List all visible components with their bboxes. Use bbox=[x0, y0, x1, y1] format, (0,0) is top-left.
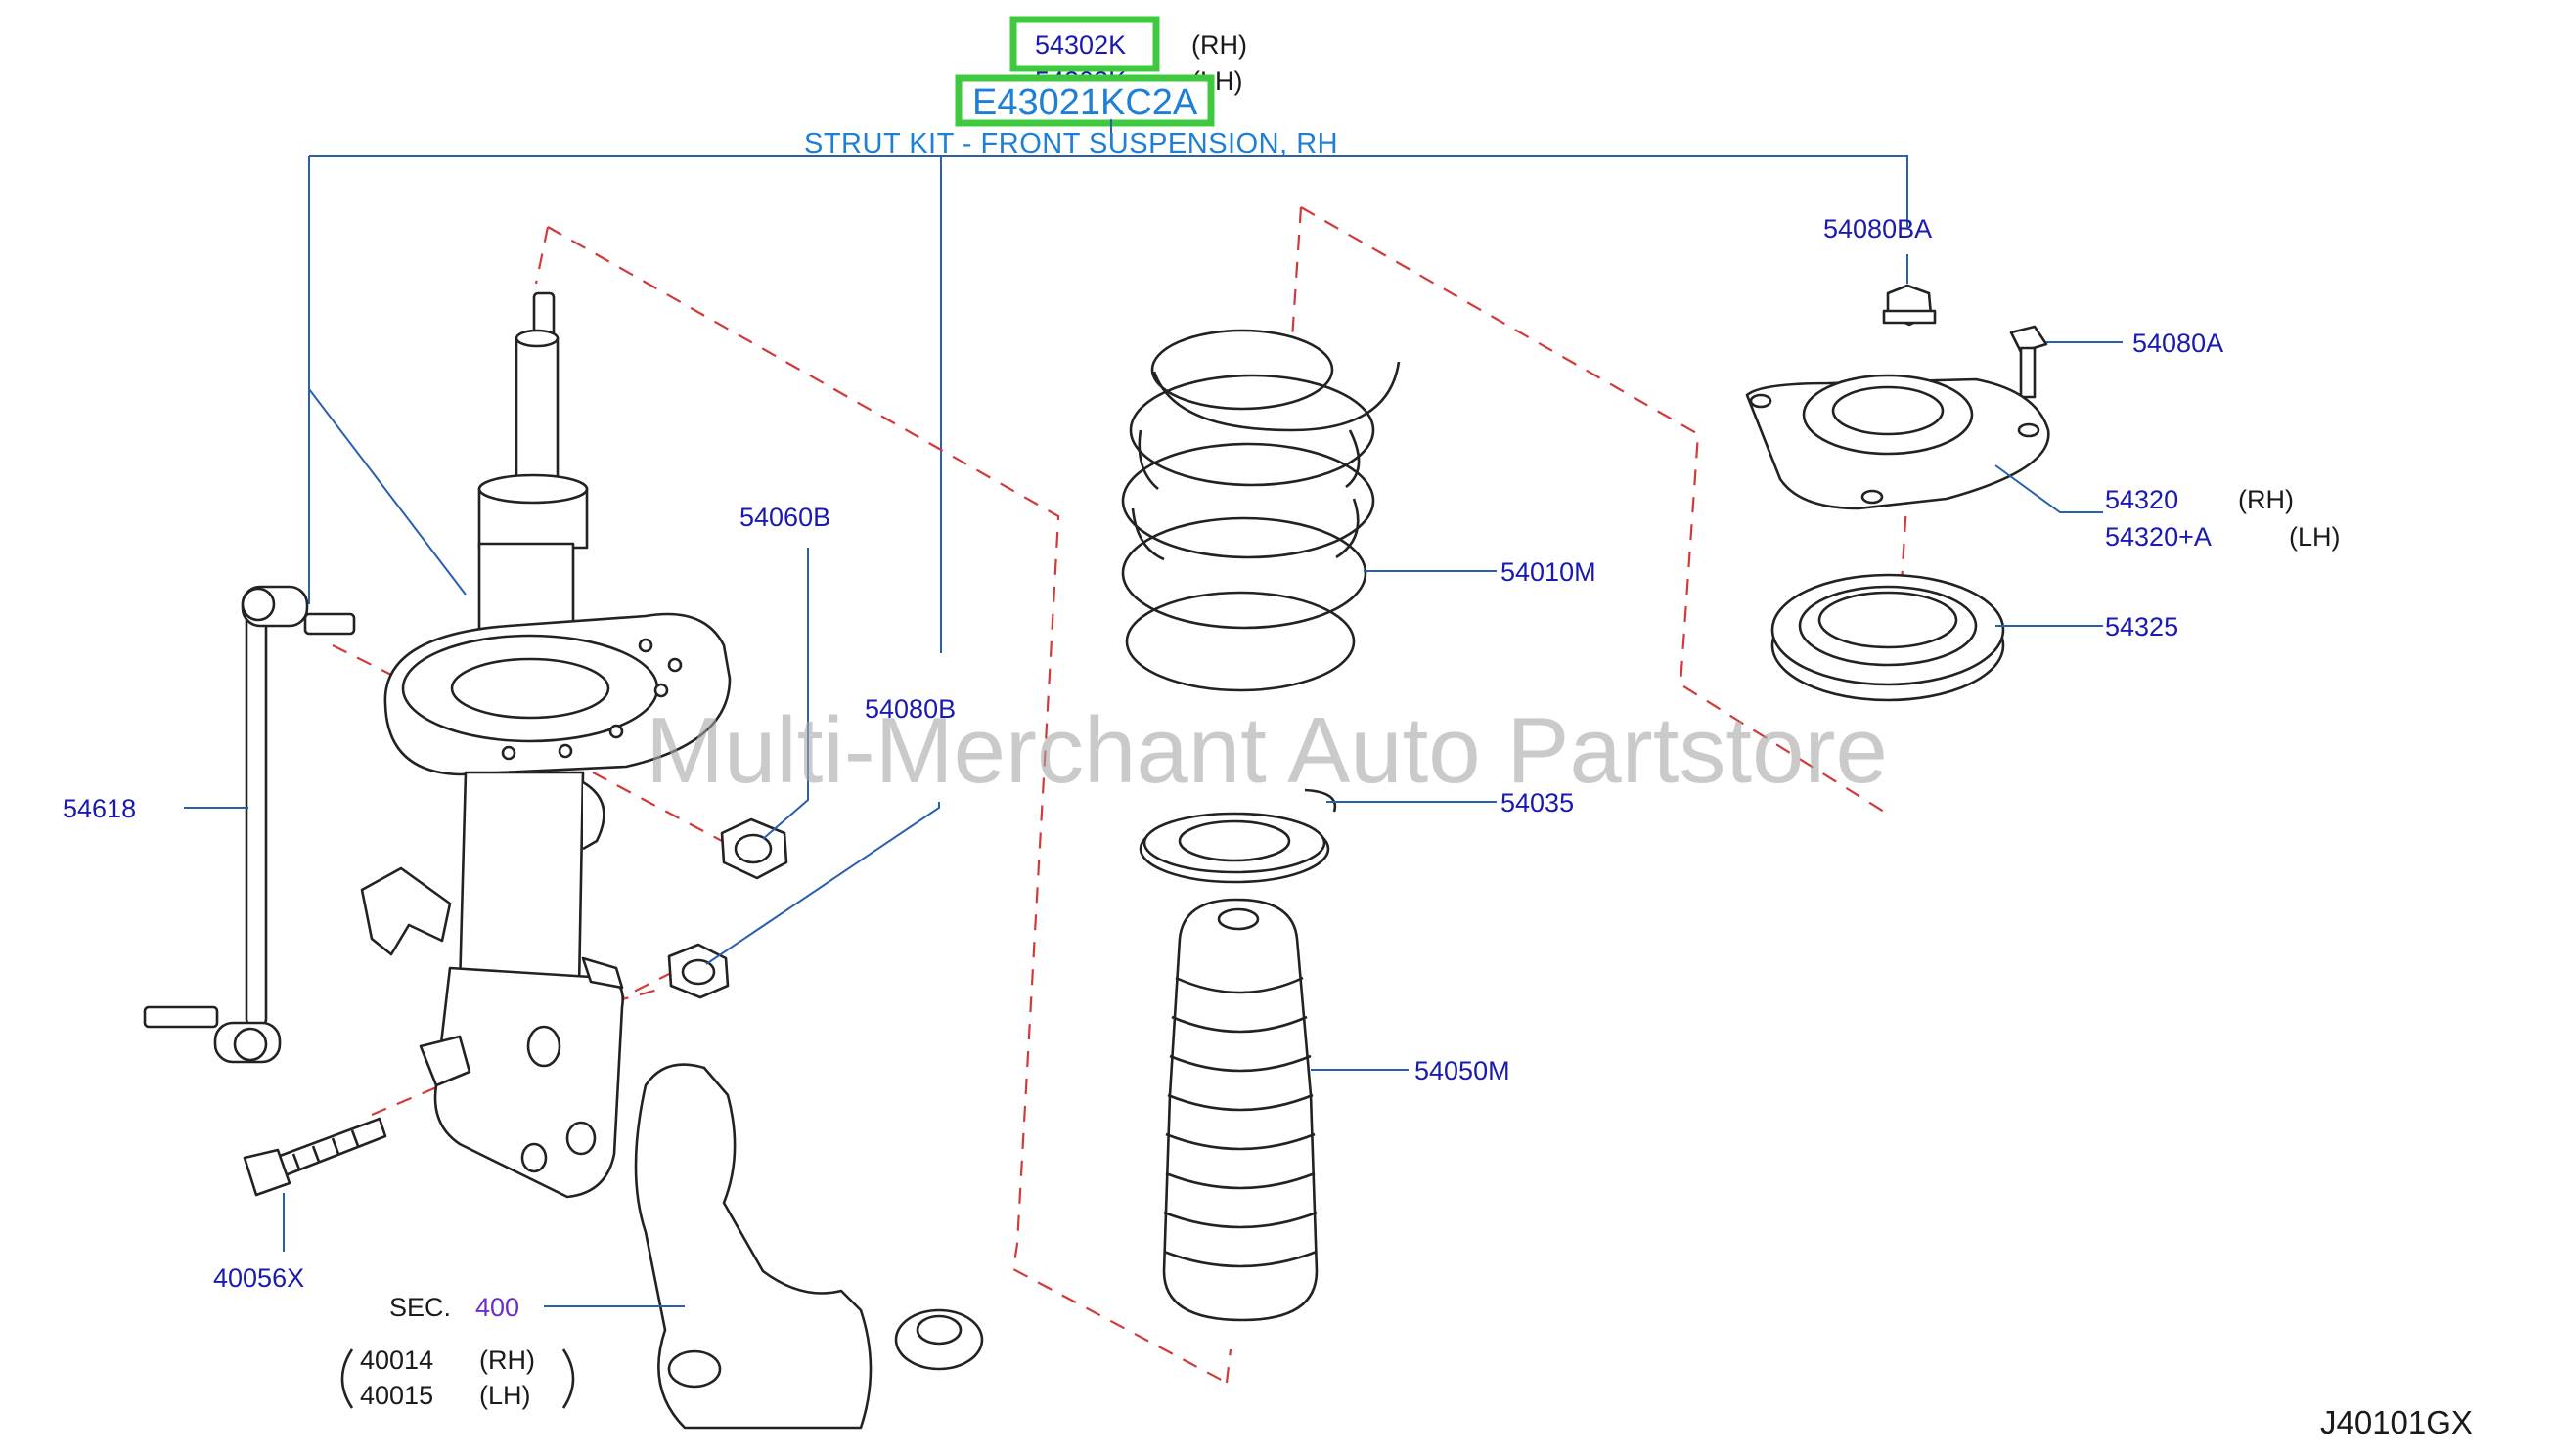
diagram-code: J40101GX bbox=[2320, 1404, 2473, 1440]
bracket-right bbox=[561, 1348, 575, 1409]
callout-54060b[interactable]: 54060B bbox=[739, 503, 830, 532]
bump-boot[interactable] bbox=[1162, 898, 1319, 1322]
mount-nut-54080ba[interactable] bbox=[1882, 284, 1937, 327]
spring-seat-rubber[interactable] bbox=[1139, 788, 1337, 884]
nut-54060b[interactable] bbox=[720, 817, 788, 880]
callout-54320[interactable]: 54320 bbox=[2105, 485, 2178, 514]
callout-40014-side: (RH) bbox=[479, 1346, 535, 1375]
kit-bracket-lines bbox=[308, 119, 1908, 653]
part-54302k-label[interactable]: 54302K bbox=[1035, 30, 1126, 60]
callout-leaders bbox=[184, 254, 2123, 1307]
callout-54320-side: (RH) bbox=[2238, 485, 2294, 514]
strut-mount-insulator[interactable] bbox=[1745, 374, 2050, 510]
callout-54080ba[interactable]: 54080BA bbox=[1823, 214, 1932, 243]
header: 54302K (RH) 54303K (LH) E43021KC2A STRUT… bbox=[804, 16, 1338, 159]
highlight-54302k bbox=[1009, 16, 1160, 72]
callout-54320a-side: (LH) bbox=[2289, 522, 2341, 552]
callout-40015[interactable]: 40015 bbox=[360, 1381, 433, 1410]
callout-54080a[interactable]: 54080A bbox=[2132, 329, 2223, 358]
kit-title: STRUT KIT - FRONT SUSPENSION, RH bbox=[804, 128, 1338, 159]
steering-knuckle[interactable] bbox=[634, 1063, 984, 1430]
callout-54618[interactable]: 54618 bbox=[63, 794, 136, 823]
callout-54320a[interactable]: 54320+A bbox=[2105, 522, 2212, 552]
callout-labels: 54080BA 54080A 54320 (RH) 54320+A (LH) 5… bbox=[63, 214, 2341, 1410]
bracket-left bbox=[340, 1348, 354, 1409]
stabilizer-link[interactable] bbox=[143, 585, 356, 1064]
callout-40056x[interactable]: 40056X bbox=[213, 1263, 304, 1293]
kit-number-label[interactable]: E43021KC2A bbox=[972, 82, 1198, 123]
nut-54080b[interactable] bbox=[667, 943, 730, 999]
bolt-40056x[interactable] bbox=[243, 1117, 387, 1197]
callout-40014[interactable]: 40014 bbox=[360, 1346, 433, 1375]
coil-spring[interactable] bbox=[1121, 329, 1401, 692]
callout-54325[interactable]: 54325 bbox=[2105, 612, 2178, 641]
strut-bearing[interactable] bbox=[1770, 573, 2005, 702]
callout-54050m[interactable]: 54050M bbox=[1414, 1056, 1510, 1085]
watermark: Multi-Merchant Auto Partstore bbox=[646, 698, 1888, 803]
callout-54080b[interactable]: 54080B bbox=[865, 694, 956, 724]
bolt-54080a[interactable] bbox=[2009, 325, 2048, 399]
callout-40015-side: (LH) bbox=[479, 1381, 531, 1410]
sec-400-link[interactable]: 400 bbox=[475, 1293, 519, 1322]
part-54302k-side: (RH) bbox=[1191, 30, 1247, 60]
callout-54035[interactable]: 54035 bbox=[1500, 788, 1574, 817]
strut-assembly[interactable] bbox=[360, 291, 732, 1199]
callout-54010m[interactable]: 54010M bbox=[1500, 557, 1596, 587]
sec-label: SEC. bbox=[389, 1293, 451, 1322]
kit-number-bg bbox=[959, 78, 1211, 123]
highlight-kit-number bbox=[955, 74, 1215, 127]
